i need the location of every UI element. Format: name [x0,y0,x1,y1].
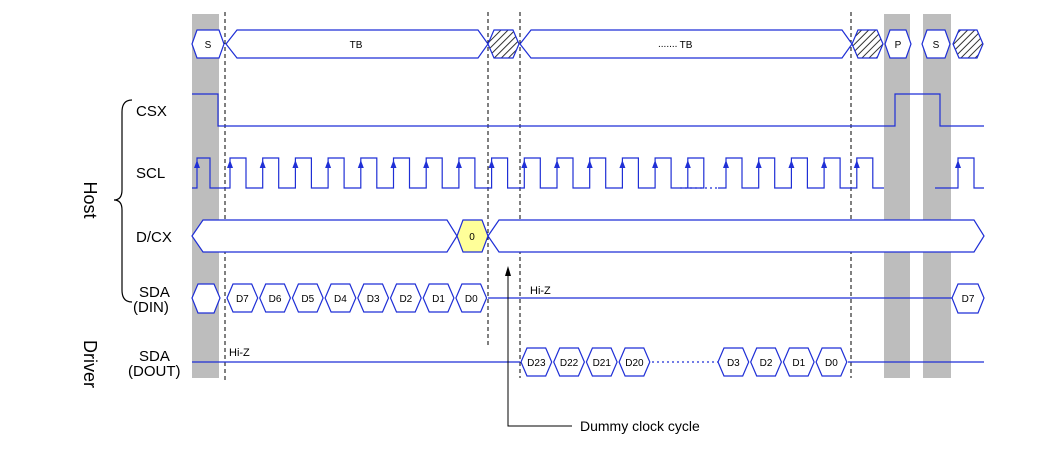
dcx-hex-1 [191,219,458,253]
dout-bit-hex [782,347,815,377]
din-bit-hex [324,283,357,313]
scl-label: SCL [136,165,165,182]
scl-waveform [192,157,984,189]
dout-bit-hex [585,347,618,377]
sda-din-label: SDA [139,284,170,301]
host-group-label: Host [80,181,100,218]
dummy-cycle-annotation: Dummy clock cycle [505,266,700,434]
tb-label-2: TB [680,40,693,51]
dcx-hex-2 [487,219,985,253]
hatched-hex [851,29,884,59]
scl-rising-edge-arrow [652,160,659,168]
stop-label: P [895,40,902,51]
scl-rising-edge-arrow [684,160,691,168]
din-bit-hex [455,283,488,313]
scl-rising-edge-arrow [619,160,626,168]
din-tail-hex [951,283,985,314]
sda-dout-waveform: Hi-Z D23 D22 D21 D20 D3 D2 D1 D0 [192,347,984,377]
dout-bit-label: D23 [527,358,546,369]
dout-bit-label: D1 [792,358,805,369]
dcx-label: D/CX [136,229,172,246]
dout-bit-hex [717,347,750,377]
din-bit-label: D7 [236,294,249,305]
scl-rising-edge-arrow [554,160,560,168]
scl-rising-edge-arrow [259,160,266,168]
restart-hex [921,29,951,59]
din-bit-label: D5 [301,294,314,305]
scl-pulses [192,157,984,189]
scl-rising-edge-arrow [488,160,495,168]
din-hiz-label: Hi-Z [530,285,551,297]
dcx-waveform: 0 [191,219,985,253]
din-start-hex [191,283,221,314]
sda-din-waveform: Hi-Z D7 D7 D6 D5 D4 D3 D2 D1 D0 [191,283,985,314]
annotation-arrowhead [505,266,511,276]
din-bit-label: D2 [399,294,412,305]
tb-ellipsis: ....... [658,39,677,50]
din-bit-label: D6 [269,294,282,305]
start-band [192,14,219,378]
dout-bit-hex [815,347,848,377]
din-bit-hex [357,283,390,313]
scl-rising-edge-arrow [821,160,828,168]
dout-bit-hex [750,347,783,377]
start-label: S [205,40,212,51]
stop-hex [884,29,912,59]
scl-rising-edge-arrow [755,160,762,168]
scl-rising-edge-arrow [227,160,233,168]
csx-label: CSX [136,103,167,120]
din-bit-hex [226,283,259,313]
dout-bit-label: D22 [560,358,579,369]
din-bit-hex [259,283,292,313]
din-bit-hex [389,283,422,313]
dout-bit-label: D20 [625,358,644,369]
stop-band [884,14,910,378]
din-tail-label: D7 [962,294,975,305]
scl-rising-edge-arrow [325,160,332,168]
dout-bit-hex [618,347,651,377]
sda-dout-label: SDA [139,348,170,365]
din-bit-hex [291,283,324,313]
sda-dout-sublabel: (DOUT) [128,363,181,380]
din-bit-label: D4 [334,294,347,305]
din-bit-label: D0 [465,294,478,305]
scl-rising-edge-arrow [194,160,200,168]
scl-rising-edge-arrow [390,160,397,168]
hatched-hex [487,29,520,59]
annotation-leader [507,272,572,427]
din-bit-label: D1 [432,294,445,305]
dout-bit-label: D21 [593,358,612,369]
scl-rising-edge-arrow [723,160,729,168]
scl-rising-edge-arrow [521,160,528,168]
csx-waveform [192,93,984,127]
dcx-zero-label: 0 [469,232,475,243]
dout-bit-label: D2 [760,358,773,369]
top-bus-row: S TB TB ....... P S [191,29,984,59]
din-bit-hex [422,283,455,313]
din-bit-label: D3 [367,294,380,305]
dout-bit-label: D0 [825,358,838,369]
scl-rising-edge-arrow [357,160,364,168]
restart-label: S [933,40,940,51]
scl-rising-edge-arrow [853,160,860,168]
scl-rising-edge-arrow [423,160,430,168]
scl-rising-edge-arrow [292,160,299,168]
scl-rising-edge-arrow [955,160,961,168]
dout-bit-hex [553,347,586,377]
host-brace [113,99,133,303]
hatched-hex [952,29,984,59]
sda-din-sublabel: (DIN) [133,299,169,316]
start-hex [191,29,225,59]
driver-group-label: Driver [80,340,100,388]
tb-label-1: TB [350,40,363,51]
scl-rising-edge-arrow [788,160,795,168]
scl-rising-edge-arrow [455,160,462,168]
dout-hiz-label: Hi-Z [229,347,250,359]
restart-band [923,14,951,378]
scl-rising-edge-arrow [586,160,593,168]
dout-bit-label: D3 [727,358,740,369]
dout-bit-hex [520,347,553,377]
annotation-label: Dummy clock cycle [580,418,700,434]
